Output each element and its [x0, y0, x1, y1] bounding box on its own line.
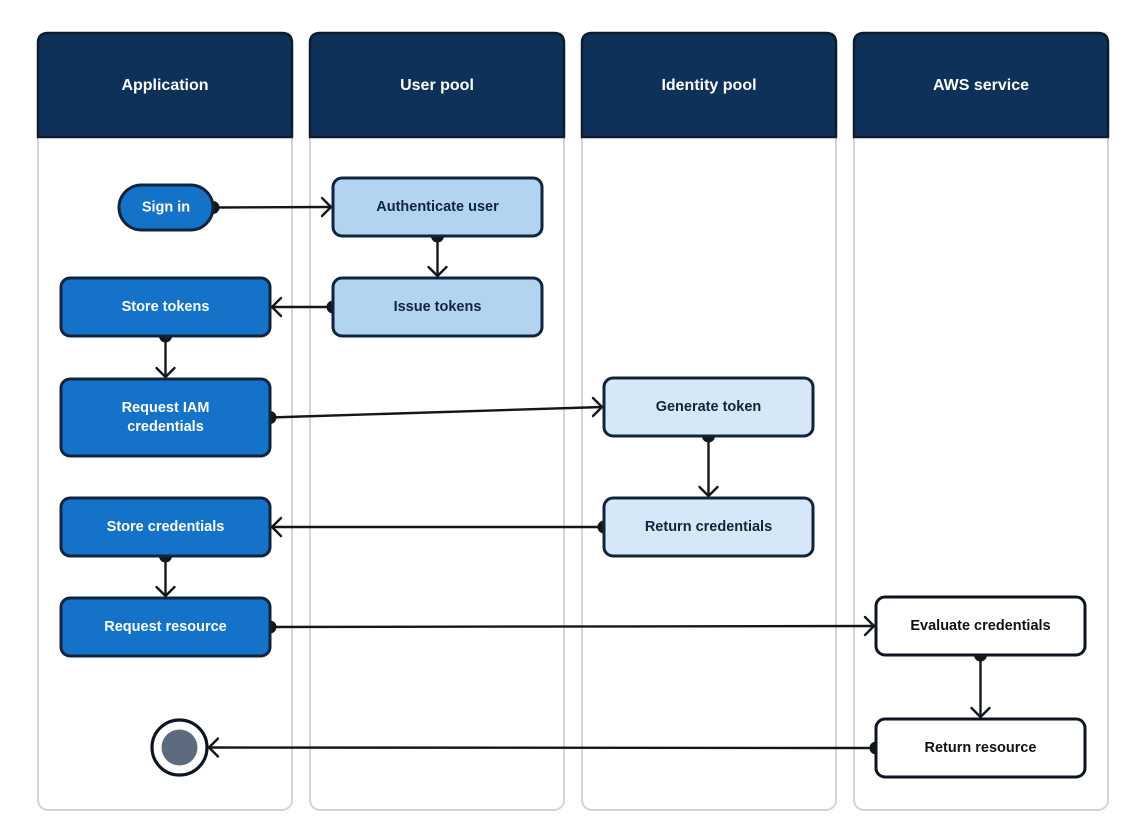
node-shape-authenticate-user[interactable]: [331, 176, 544, 238]
lane-header-identity-pool: [580, 31, 838, 139]
node-request-resource[interactable]: Request resource: [59, 596, 272, 658]
arrowhead-icon: [270, 516, 283, 538]
edge-line: [208, 746, 877, 750]
node-shape-return-resource[interactable]: [874, 717, 1087, 779]
node-label-store-credentials: Store credentials: [107, 519, 225, 535]
node-label-authenticate-user: Authenticate user: [376, 199, 499, 215]
end-node-core: [161, 729, 198, 766]
arrowhead-icon: [155, 366, 176, 379]
lane-header-user-pool: [308, 31, 566, 139]
lane-title-identity-pool: Identity pool: [661, 77, 756, 94]
node-shape-store-tokens[interactable]: [59, 276, 272, 338]
node-shape-sign-in[interactable]: [117, 183, 215, 232]
node-store-credentials[interactable]: Store credentials: [59, 496, 272, 558]
node-sign-in[interactable]: Sign in: [117, 183, 215, 232]
lane-title-user-pool: User pool: [400, 77, 474, 94]
node-evaluate-credentials[interactable]: Evaluate credentials: [874, 595, 1087, 657]
node-shape-request-iam-credentials[interactable]: [59, 377, 272, 458]
node-label-evaluate-credentials: Evaluate credentials: [910, 618, 1050, 634]
lane-body-user-pool: [309, 32, 565, 811]
node-authenticate-user[interactable]: Authenticate user: [331, 176, 544, 238]
node-store-tokens[interactable]: Store tokens: [59, 276, 272, 338]
arrowhead-icon: [155, 585, 176, 598]
node-label-request-resource: Request resource: [104, 619, 227, 635]
arrowhead-icon: [970, 706, 991, 719]
node-shape-store-credentials[interactable]: [59, 496, 272, 558]
node-shape-evaluate-credentials[interactable]: [874, 595, 1087, 657]
node-return-resource[interactable]: Return resource: [874, 717, 1087, 779]
node-label-return-credentials: Return credentials: [645, 519, 772, 535]
node-label-return-resource: Return resource: [924, 740, 1036, 756]
arrowhead-icon: [207, 737, 220, 758]
lane-title-aws-service: AWS service: [933, 77, 1029, 94]
node-issue-tokens[interactable]: Issue tokens: [331, 276, 544, 338]
node-label-sign-in: Sign in: [142, 199, 190, 215]
node-shape-generate-token[interactable]: [602, 376, 815, 438]
node-generate-token[interactable]: Generate token: [602, 376, 815, 438]
node-shape-request-resource[interactable]: [59, 596, 272, 658]
edge-line: [269, 405, 603, 419]
edge-line: [269, 624, 875, 629]
node-label-generate-token: Generate token: [656, 399, 762, 415]
node-return-credentials[interactable]: Return credentials: [602, 496, 815, 558]
lane-user-pool: User pool: [308, 31, 566, 811]
lane-header-aws-service: [852, 31, 1110, 139]
arrowhead-icon: [427, 265, 448, 278]
arrowhead-icon: [698, 485, 719, 498]
arrowhead-icon: [320, 196, 333, 218]
arrowhead-icon: [270, 296, 283, 318]
node-label-store-tokens: Store tokens: [122, 299, 210, 315]
arrowhead-icon: [591, 396, 604, 418]
node-end-node[interactable]: [150, 718, 209, 777]
lane-title-application: Application: [121, 77, 208, 94]
node-shape-issue-tokens[interactable]: [331, 276, 544, 338]
arrowhead-icon: [863, 615, 876, 637]
edge-line: [212, 205, 332, 209]
node-shape-return-credentials[interactable]: [602, 496, 815, 558]
node-label-issue-tokens: Issue tokens: [394, 299, 482, 315]
lane-header-application: [36, 31, 294, 139]
